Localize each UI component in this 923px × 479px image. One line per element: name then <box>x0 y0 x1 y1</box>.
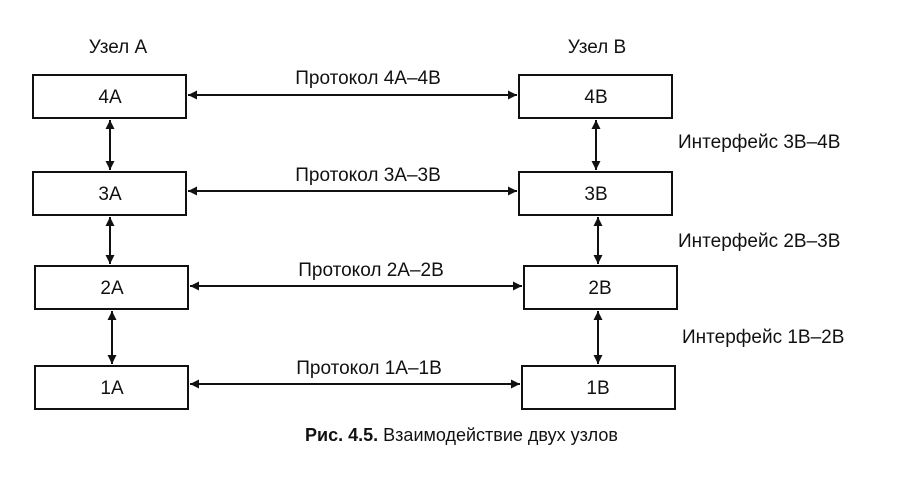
layer-label-3a: 3А <box>98 184 122 205</box>
node-a-vertical-arrows <box>105 120 117 364</box>
figure-caption-number: Рис. 4.5. <box>305 425 379 445</box>
layer-box-1a <box>34 365 189 410</box>
layer-label-1a: 1А <box>100 378 124 399</box>
layer-label-2a: 2А <box>100 278 124 299</box>
layer-box-3b <box>518 171 673 216</box>
layer-label-2b: 2В <box>588 278 611 299</box>
layer-box-3a <box>32 171 187 216</box>
node-b-vertical-arrows <box>591 120 603 364</box>
layer-label-4a: 4А <box>98 87 122 108</box>
figure-caption-text: Взаимодействие двух узлов <box>383 425 618 445</box>
interface-label-2b-3b: Интерфейс 2В–3В <box>678 231 840 252</box>
layer-label-3b: 3В <box>584 184 607 205</box>
protocol-label-1: Протокол 1А–1В <box>296 358 442 379</box>
layer-box-2b <box>523 265 678 310</box>
node-a-stack: 4А 3А 2А 1А <box>32 74 189 410</box>
node-a-title: Узел А <box>89 37 148 58</box>
protocol-label-4: Протокол 4А–4В <box>295 68 441 89</box>
node-b-title: Узел В <box>568 37 626 58</box>
interface-label-3b-4b: Интерфейс 3В–4В <box>678 132 840 153</box>
interface-label-1b-2b: Интерфейс 1В–2В <box>682 327 844 348</box>
layer-box-2a <box>34 265 189 310</box>
protocol-label-3: Протокол 3А–3В <box>295 165 441 186</box>
layer-label-1b: 1В <box>586 378 609 399</box>
protocol-label-2: Протокол 2А–2В <box>298 260 444 281</box>
node-b-stack: 4В 3В 2В 1В <box>518 74 678 410</box>
layer-box-4b <box>518 74 673 119</box>
figure-caption: Рис. 4.5. Взаимодействие двух узлов <box>0 425 923 446</box>
protocol-arrows <box>188 90 522 389</box>
layer-box-4a <box>32 74 187 119</box>
layer-box-1b <box>521 365 676 410</box>
layer-label-4b: 4В <box>584 87 607 108</box>
